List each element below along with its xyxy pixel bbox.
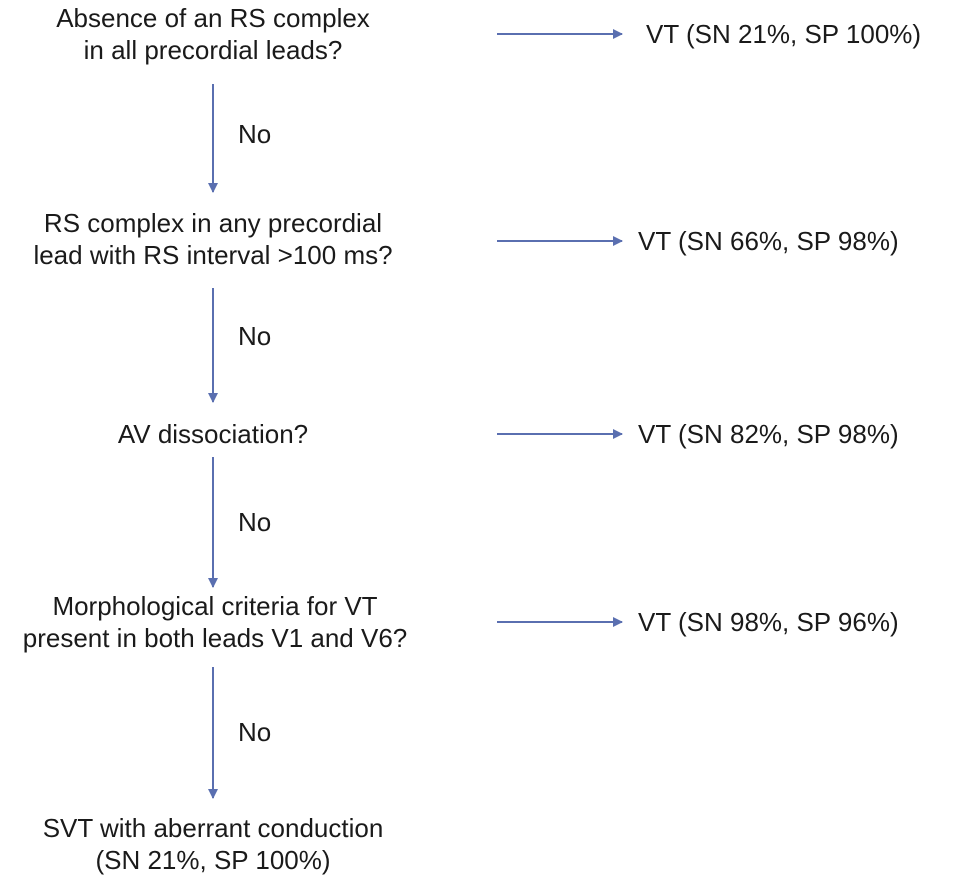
outcome-vt-4: VT (SN 98%, SP 96%): [638, 607, 899, 637]
step-1-line-1: Absence of an RS complex: [56, 3, 370, 33]
final-outcome: SVT with aberrant conduction (SN 21%, SP…: [5, 812, 421, 876]
step-4-line-1: Morphological criteria for VT: [52, 591, 378, 621]
outcome-vt-1: VT (SN 21%, SP 100%): [646, 19, 922, 49]
step-2-line-2: lead with RS interval >100 ms?: [33, 240, 393, 270]
step-2-question: RS complex in any precordial lead with R…: [5, 207, 421, 271]
step-3-line-1: AV dissociation?: [117, 419, 309, 449]
step-4-question: Morphological criteria for VT present in…: [0, 590, 430, 654]
no-label-4: No: [238, 717, 272, 747]
no-label-1: No: [238, 119, 272, 149]
no-label-3: No: [238, 507, 272, 537]
final-line-1: SVT with aberrant conduction: [42, 813, 384, 843]
step-1-line-2: in all precordial leads?: [83, 35, 343, 65]
outcome-vt-2: VT (SN 66%, SP 98%): [638, 226, 899, 256]
step-3-question: AV dissociation?: [5, 418, 421, 450]
outcome-vt-3: VT (SN 82%, SP 98%): [638, 419, 899, 449]
no-label-2: No: [238, 321, 272, 351]
step-4-line-2: present in both leads V1 and V6?: [22, 623, 408, 653]
step-2-line-1: RS complex in any precordial: [43, 208, 383, 238]
step-1-question: Absence of an RS complex in all precordi…: [23, 2, 403, 66]
final-line-2: (SN 21%, SP 100%): [95, 845, 331, 875]
